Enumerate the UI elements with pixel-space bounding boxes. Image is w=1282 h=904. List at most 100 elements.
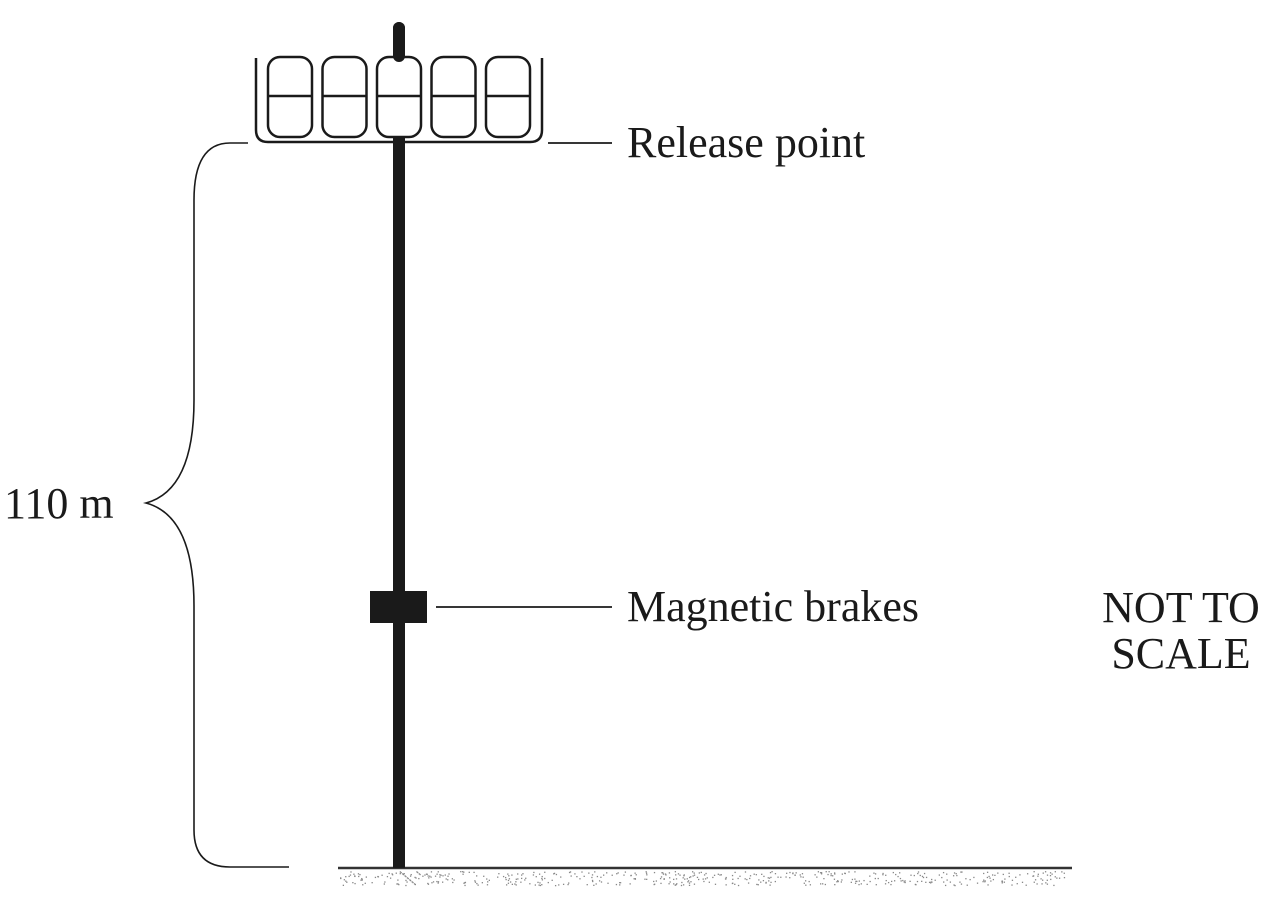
ground-stipple-dot: [803, 882, 805, 884]
ground-stipple-dot: [737, 877, 739, 880]
ground-stipple-dot: [517, 873, 519, 875]
ground-stipple-dot: [669, 877, 671, 879]
ground-stipple-dot: [568, 882, 570, 884]
ground-stipple-dot: [1025, 884, 1027, 886]
ground-stipple-dot: [884, 883, 887, 885]
ground-stipple-dot: [753, 873, 755, 875]
ground-stipple-dot: [904, 881, 906, 884]
ground-stipple-dot: [725, 878, 727, 880]
ground-stipple-dot: [960, 871, 962, 873]
ground-stipple-dot: [522, 873, 524, 875]
ground-stipple-dot: [1032, 875, 1034, 877]
ground-stipple-dot: [508, 878, 511, 880]
ground-stipple-dot: [409, 879, 412, 882]
ground-stipple-dot: [1046, 874, 1049, 876]
ground-stipple-dot: [660, 882, 662, 885]
ground-stipple-dot: [1037, 875, 1039, 877]
ground-stipple-dot: [409, 875, 412, 877]
ground-stipple-dot: [774, 873, 777, 875]
ground-stipple-dot: [688, 876, 691, 879]
ground-stipple-dot: [1026, 873, 1029, 875]
ground-stipple-dot: [767, 877, 769, 879]
ground-stipple-dot: [1054, 876, 1056, 878]
ground-stipple-dot: [445, 878, 447, 880]
ground-stipple-dot: [509, 881, 512, 883]
ground-stipple-dot: [488, 879, 490, 881]
ground-stipple-dot: [1002, 873, 1004, 876]
ground-stipple-dot: [553, 872, 556, 875]
ground-stipple-dot: [429, 875, 431, 877]
ground-stipple-dot: [541, 879, 544, 881]
ground-stipple-dot: [535, 876, 537, 878]
ground-stipple-dot: [855, 880, 857, 883]
ground-stipple-dot: [1050, 878, 1052, 881]
ground-stipple-dot: [507, 873, 509, 875]
ground-stipple-dot: [434, 875, 437, 877]
ground-stipple-dot: [885, 879, 887, 882]
ground-stipple-dot: [762, 879, 765, 882]
ground-stipple-dot: [544, 871, 546, 873]
ground-stipple-dot: [381, 874, 383, 876]
ground-stipple-dot: [991, 874, 994, 876]
ground-stipple-dot: [832, 875, 834, 877]
ground-stipple-dot: [959, 881, 961, 883]
ground-stipple-dot: [805, 884, 807, 886]
ground-stipple-dot: [785, 876, 787, 878]
ground-stipple-dot: [439, 876, 441, 878]
ground-stipple-dot: [544, 877, 546, 880]
ground-stipple-dot: [681, 881, 683, 884]
ground-stipple-dot: [397, 879, 399, 881]
ground-stipple-dot: [1049, 874, 1052, 877]
ground-stipple-dot: [946, 873, 948, 875]
ground-stipple-dot: [558, 884, 560, 886]
ground-stipple-dot: [616, 873, 618, 875]
ground-stipple-dot: [734, 883, 736, 885]
ground-stipple-dot: [844, 872, 846, 874]
ground-stipple-dot: [809, 884, 812, 886]
ground-stipple-dot: [850, 881, 852, 884]
ground-stipple-dot: [866, 883, 868, 886]
not-to-scale-note: NOT TO SCALE: [1086, 583, 1276, 677]
ground-stipple-dot: [1036, 883, 1038, 885]
ground-stipple-dot: [414, 876, 416, 879]
ground-stipple-dot: [395, 872, 397, 874]
ground-stipple-dot: [943, 881, 945, 883]
ground-stipple-dot: [619, 882, 622, 884]
ground-stipple-dot: [520, 881, 522, 883]
ground-stipple-dot: [899, 877, 902, 880]
ground-stipple-dot: [1008, 872, 1010, 874]
ground-stipple-dot: [361, 878, 363, 881]
ground-stipple-dot: [521, 877, 523, 880]
ground-stipple-dot: [504, 876, 507, 879]
ground-stipple-dot: [534, 884, 537, 886]
ground-stipple-dot: [592, 880, 594, 883]
ground-stipple-dot: [890, 883, 892, 886]
not-to-scale-line1: NOT TO: [1102, 583, 1260, 632]
ground-stipple-dot: [892, 871, 894, 874]
ground-stipple-dot: [340, 877, 342, 879]
ground-stipple-dot: [1063, 876, 1066, 879]
ground-stipple-dot: [756, 883, 758, 886]
ground-stipple-dot: [858, 883, 860, 886]
ground-stipple-dot: [569, 871, 572, 873]
ground-stipple-dot: [992, 878, 995, 881]
ground-stipple-dot: [675, 878, 678, 880]
ground-stipple-dot: [674, 884, 676, 886]
ground-stipple-dot: [891, 880, 893, 883]
ground-stipple-dot: [768, 880, 770, 882]
ground-stipple-dot: [361, 877, 363, 880]
ground-stipple-dot: [653, 880, 655, 883]
ground-stipple-dot: [349, 874, 352, 876]
ground-stipple-dot: [462, 873, 464, 875]
ground-stipple-dot: [922, 876, 925, 879]
ground-stipple-dot: [952, 875, 955, 877]
ground-stipple-dot: [705, 872, 707, 875]
ground-stipple-dot: [591, 876, 593, 879]
ground-stipple-dot: [668, 883, 670, 885]
ground-stipple-dot: [910, 874, 912, 876]
ground-stipple-dot: [760, 881, 762, 883]
ground-stipple-dot: [436, 873, 438, 875]
ground-stipple-dot: [353, 873, 355, 875]
ground-stipple-dot: [688, 882, 691, 884]
ground-stipple-dot: [476, 875, 478, 877]
